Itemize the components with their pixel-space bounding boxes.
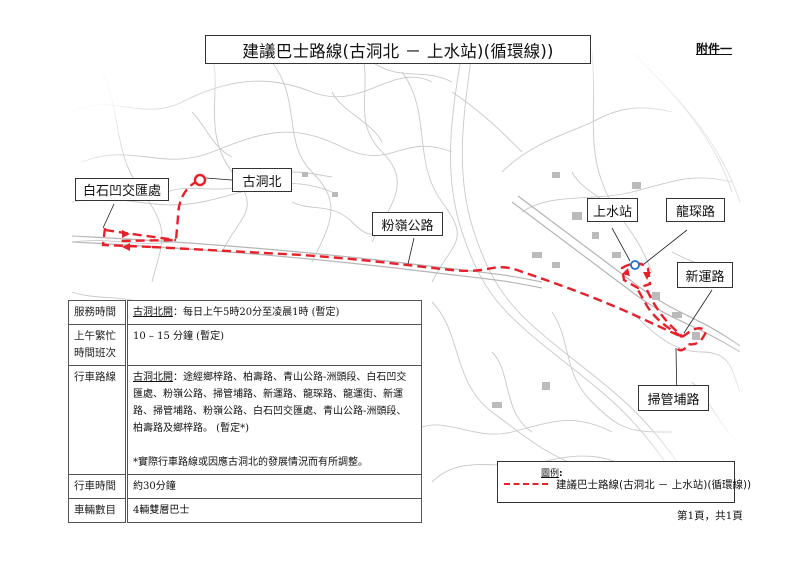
map-legend: 圖例: 建議巴士路線(古洞北 － 上水站)(循環線)) [497,461,751,503]
row-value: 4輛雙層巴士 [126,498,422,523]
origin-label: 古洞北開 [133,307,173,318]
dashed-route-line-icon [504,483,548,485]
callout-kwu-tung-north: 古洞北 [232,168,292,192]
table-row-journey-time: 行車時間 約30分鐘 [68,474,422,499]
row-key: 服務時間 [68,300,128,325]
row-value: 古洞北開：每日上午5時20分至凌晨1時 (暫定) [126,300,422,325]
route-direction-arrows [122,230,651,280]
origin-label: 古洞北開 [133,372,173,383]
table-row-route: 行車路線 古洞北開：途經鄉梓路、柏壽路、青山公路-洲頭段、白石凹交匯處、粉嶺公路… [68,365,422,475]
row-key: 上午繁忙時間班次 [68,324,128,366]
table-row-vehicle-count: 車輛數目 4輛雙層巴士 [68,498,422,523]
row-key: 行車時間 [68,474,128,499]
callout-leader-lines [102,177,713,407]
row-key: 行車路線 [68,365,128,475]
sheung-shui-station-marker [630,260,640,270]
row-key-line1: 上午繁忙 [74,330,116,342]
callout-san-wan-road: 新運路 [677,262,733,288]
row-key: 車輛數目 [68,498,128,523]
table-row-peak-frequency: 上午繁忙時間班次 10 – 15 分鐘 (暫定) [68,324,422,366]
row-key-line2: 時間班次 [74,347,116,359]
kwu-tung-north-terminus-marker [193,173,207,187]
row-value: 10 – 15 分鐘 (暫定) [126,324,422,366]
row-value: 古洞北開：途經鄉梓路、柏壽路、青山公路-洲頭段、白石凹交匯處、粉嶺公路、掃管埔路… [126,365,422,475]
service-hours-text: ：每日上午5時20分至凌晨1時 (暫定) [173,307,340,318]
annex-label: 附件一 [696,42,733,56]
legend-title: 圖例: [541,469,563,479]
legend-item-label: 建議巴士路線(古洞北 － 上水站)(循環線)) [556,479,752,491]
page-indicator: 第1頁，共1頁 [677,510,743,522]
callout-pak-shek-au-interchange: 白石凹交匯處 [75,178,169,201]
route-description: ：途經鄉梓路、柏壽路、青山公路-洲頭段、白石凹交匯處、粉嶺公路、掃管埔路、新運路… [133,372,407,434]
callout-fanling-highway: 粉嶺公路 [372,212,443,236]
service-info-table: 服務時間 古洞北開：每日上午5時20分至凌晨1時 (暫定) 上午繁忙時間班次 1… [68,300,422,523]
proposed-bus-route-line [101,179,708,352]
table-row-service-hours: 服務時間 古洞北開：每日上午5時20分至凌晨1時 (暫定) [68,300,422,325]
row-value: 約30分鐘 [126,474,422,499]
route-note: *實際行車路線或因應古洞北的發展情況而有所調整。 [133,457,368,468]
page-title: 建議巴士路線(古洞北 － 上水站)(循環線)) [205,35,591,64]
callout-lung-sum-road: 龍琛路 [666,198,725,222]
callout-so-kwun-po-road: 掃管埔路 [638,385,709,411]
callout-sheung-shui-station: 上水站 [587,198,638,222]
